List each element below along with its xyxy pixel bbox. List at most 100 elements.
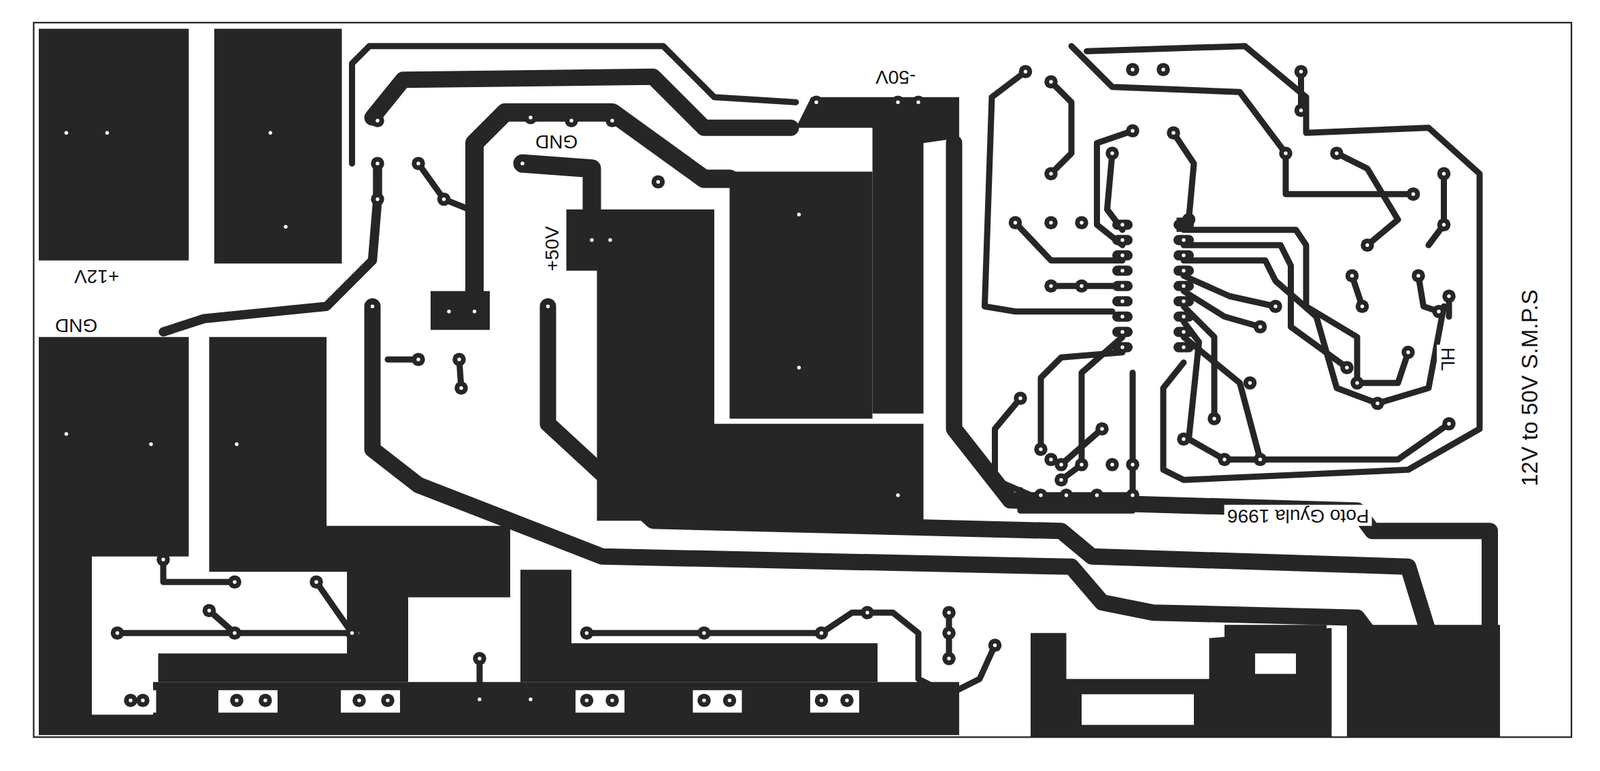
pcb-circle [375, 161, 379, 166]
pcb-circle [523, 110, 538, 125]
pcb-circle [1350, 376, 1364, 390]
pcb-circle [234, 698, 239, 703]
pcb-rect [1173, 265, 1194, 276]
thin-traces [117, 46, 1481, 700]
pcb-rect [1112, 342, 1133, 353]
pcb-circle [1360, 304, 1364, 309]
pcb-circle [1120, 223, 1124, 227]
pcb-circle [797, 212, 801, 217]
pcb-circle [1258, 325, 1262, 329]
pcb-rect [810, 689, 860, 713]
pcb-circle [454, 381, 469, 396]
pcb-circle [942, 651, 956, 666]
pcb-circle [1222, 457, 1226, 462]
pcb-path [1183, 336, 1261, 460]
net-label: +50V [542, 223, 564, 274]
pcb-circle [702, 631, 706, 635]
pcb-circle [1283, 151, 1288, 156]
pcb-circle [515, 157, 530, 171]
pcb-circle [528, 697, 532, 701]
pcb-circle [946, 656, 951, 660]
pcb-circle [916, 100, 920, 105]
pcb-rect [1173, 250, 1194, 261]
pcb-circle [860, 606, 875, 620]
pcb-rect [1112, 234, 1133, 245]
pcb-circle [1334, 151, 1339, 156]
pcb-circle [278, 220, 293, 235]
pcb-circle [416, 161, 420, 166]
pcb-circle [64, 431, 69, 436]
pcb-circle [477, 656, 481, 660]
pcb-rect [1112, 219, 1133, 230]
pin-label: HL [1436, 344, 1458, 375]
pcb-circle [1442, 289, 1456, 304]
pcb-circle [110, 626, 125, 641]
pcb-circle [1034, 442, 1048, 457]
pcb-circle [1181, 268, 1186, 273]
pcb-path [163, 163, 378, 332]
pcb-circle [1110, 462, 1114, 466]
pcb-circle [258, 693, 273, 708]
pcb-circle [411, 157, 426, 171]
pcb-circle [1090, 488, 1105, 503]
pcb-circle [105, 131, 109, 135]
pcb-circle [283, 225, 288, 229]
pcb-circle [697, 693, 711, 708]
pcb-circle [1125, 63, 1140, 77]
pcb-circle [585, 631, 589, 635]
pcb-circle [370, 114, 385, 128]
pcb-rect [1112, 265, 1133, 276]
pcb-circle [472, 309, 477, 313]
pcb-path [1071, 46, 1414, 195]
pcb-circle [59, 126, 74, 141]
pcb-circle [263, 698, 267, 703]
pcb-circle [792, 361, 807, 375]
pcb-circle [1181, 253, 1186, 258]
pcb-circle [946, 610, 951, 615]
pcb-rect [214, 28, 343, 264]
pcb-circle [1059, 462, 1063, 466]
pcb-circle [589, 238, 594, 242]
pcb-circle [1411, 192, 1415, 196]
pcb-circle [375, 197, 379, 201]
pcb-circle [1299, 70, 1303, 74]
pcb-circle [1166, 126, 1181, 141]
pcb-circle [472, 692, 487, 707]
pcb-circle [608, 238, 612, 242]
pcb-circle [797, 365, 801, 370]
pcb-circle [1345, 269, 1360, 283]
pcb-path [316, 581, 353, 633]
pcb-circle [1171, 131, 1175, 135]
pcb-circle [814, 693, 829, 708]
pcb-circle [1120, 314, 1124, 319]
pcb-rect [729, 171, 873, 419]
pcb-circle [1130, 493, 1135, 497]
pcb-path [1051, 81, 1072, 174]
pcb-circle [1120, 268, 1124, 273]
pcb-rect [107, 689, 157, 713]
pcb-path [1087, 46, 1481, 481]
pcb-circle [1110, 151, 1114, 156]
pcb-rect [1081, 693, 1194, 725]
board-outline [34, 22, 1573, 737]
pcb-circle [1079, 462, 1083, 466]
pcb-circle [1120, 299, 1124, 303]
pcb-circle [1365, 243, 1369, 247]
pcb-circle [1064, 493, 1069, 497]
pcb-circle [1253, 320, 1268, 335]
pcb-circle [988, 638, 1003, 653]
pcb-rect [153, 681, 960, 718]
pcb-circle [227, 575, 242, 590]
pcb-circle [309, 575, 324, 590]
pcb-circle [1243, 376, 1258, 390]
pcb-circle [148, 442, 153, 446]
pcb-circle [1074, 216, 1089, 230]
pcb-circle [144, 437, 158, 452]
pcb-rect [1112, 250, 1133, 261]
pcb-path [372, 306, 1373, 639]
pcb-rect [1112, 280, 1133, 292]
pcb-circle [1120, 284, 1124, 288]
wide-traces [163, 76, 1490, 639]
pcb-circle [1294, 65, 1309, 79]
pcb-path [954, 142, 1491, 633]
